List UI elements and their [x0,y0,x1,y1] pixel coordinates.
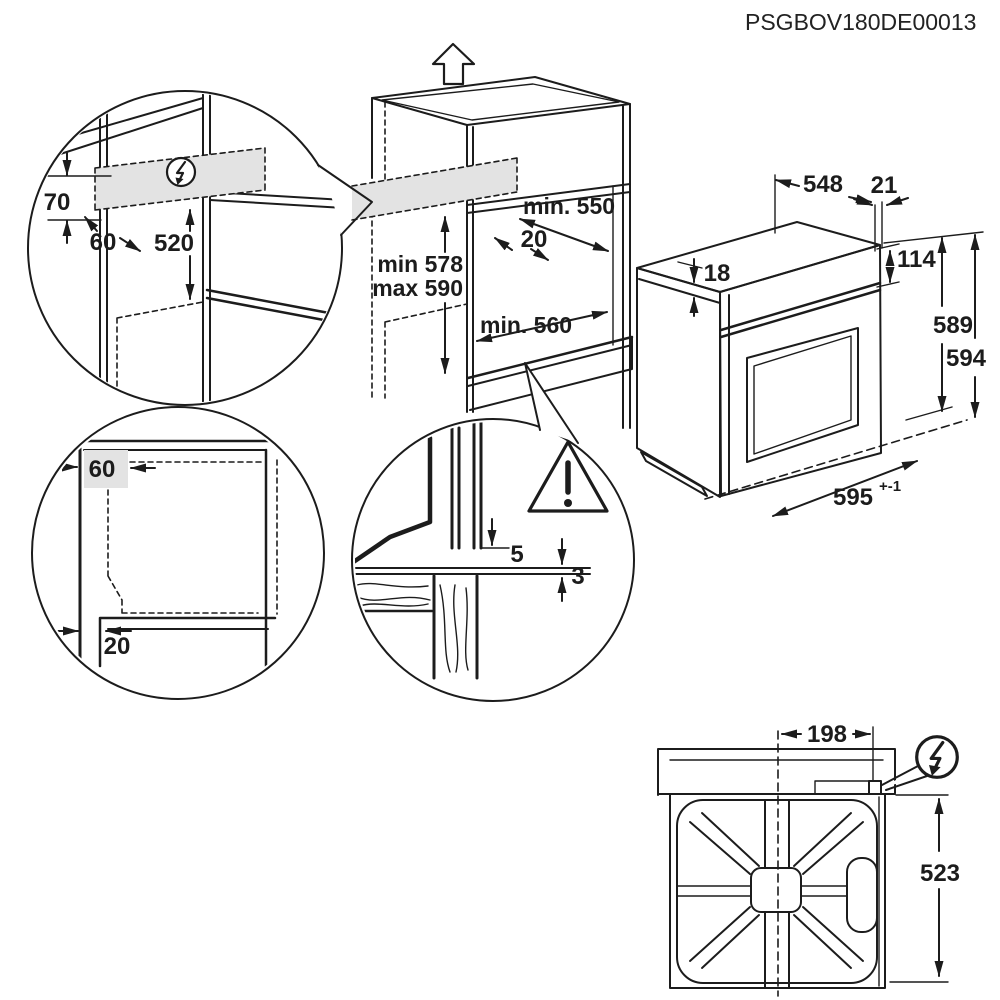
dim-21-label: 21 [871,172,898,199]
mains-connection-point [868,780,882,795]
dim-198-label: 198 [807,721,847,748]
callout-tail-stroke [317,164,373,236]
callout-wedge [524,362,579,444]
dim-595-label: 595 [833,484,873,511]
dim-70-label: 70 [44,189,71,216]
dim-520-label: 520 [154,230,194,257]
dim-min-550-label: min. 550 [523,193,615,219]
dim-60: 60 [84,216,141,256]
dim-5-label: 5 [510,541,523,568]
dim-min-560: min. 560 [476,310,608,343]
detail-circle-corner: 60 20 [31,406,325,700]
dim-3-label: 3 [571,563,584,590]
dim-60-corner: 60 [53,456,156,483]
detail-circle-ventilation-gap: 5 3 [351,418,635,702]
dim-min-550: min. 550 [519,193,615,252]
lightning-bolt-icon [915,735,959,779]
dim-114-label: 114 [897,246,936,273]
lightning-bolt-icon [165,156,197,188]
dim-523-label: 523 [920,860,960,887]
dim-20-front-label: 20 [104,633,131,660]
corner-area-shading [84,450,128,488]
product-code: PSGBOV180DE00013 [745,9,976,35]
dim-114: 114 [876,243,936,288]
dim-198: 198 [781,721,874,782]
dim-3: 3 [557,538,585,602]
dim-20-front: 20 [55,626,132,660]
wood-grain-texture [356,582,469,673]
dim-60-corner-label: 60 [89,456,116,483]
callout-tail [318,165,372,235]
dim-21: 21 [853,172,909,252]
dim-niche-height: min 578 max 590 [372,216,463,374]
dim-589: 589 [883,231,984,421]
dim-5: 5 [480,518,524,568]
dim-595: 595 +-1 [704,419,968,517]
warning-triangle-icon [527,440,609,513]
dim-548-label: 548 [803,171,843,198]
dim-20-niche: 20 [494,226,549,261]
dim-20-label: 20 [521,226,548,253]
oven-dimensions-view: 548 21 18 114 589 [636,171,987,517]
oven-top-view: 198 523 [657,721,960,997]
dim-18-label: 18 [704,260,731,287]
detail-circle-electrical: 70 60 520 [27,90,372,406]
dim-523: 523 [889,794,960,983]
dim-589-label: 589 [933,312,973,339]
dim-595-tolerance: +-1 [879,478,901,495]
dim-594-label: 594 [946,345,987,372]
dim-min-560-label: min. 560 [480,312,572,338]
electrical-callout [881,735,959,791]
electrical-area-shading [352,158,517,220]
dim-520: 520 [154,209,195,300]
base-brace-pattern [677,800,864,988]
dim-min-578-label: min 578 [377,251,463,277]
dim-594: 594 [946,234,987,418]
dim-60-label: 60 [90,229,117,256]
dim-max-590-label: max 590 [372,275,463,301]
installation-cabinet: min. 550 20 min 578 max 590 min. 560 [351,42,634,429]
dim-18: 18 [677,258,731,317]
up-arrow-icon [431,42,476,86]
